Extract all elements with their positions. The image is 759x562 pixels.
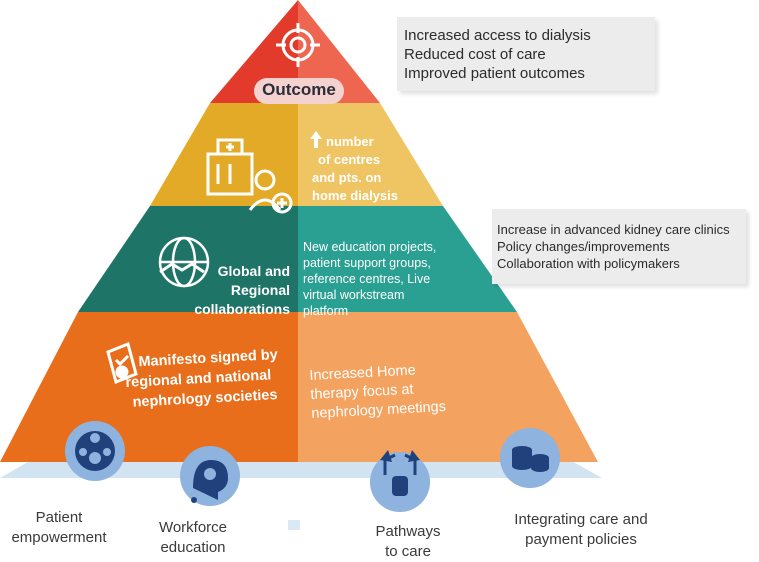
tier2-right: [298, 103, 443, 206]
tier3-box-item: Collaboration with policymakers: [497, 256, 680, 271]
tier3-left-text: Global and Regional collaborations: [178, 262, 290, 319]
tier4-right-text: Increased Home therapy focus at nephrolo…: [309, 360, 446, 424]
manifesto-scroll-icon: [106, 341, 138, 385]
people-gear-icon: [65, 421, 125, 481]
pillar-label-line: Workforce: [158, 519, 228, 536]
tier3-box: Increase in advanced kidney care clinics…: [492, 209, 746, 284]
tier3-right-line: virtual workstream: [303, 288, 405, 302]
hand-arrows-icon: [370, 450, 430, 512]
pillar-label-line: Patient: [35, 509, 83, 526]
outcome-item: Improved patient outcomes: [404, 65, 585, 82]
pillar-label-line: Pathways: [375, 523, 441, 540]
tier2-line: home dialysis: [312, 188, 398, 203]
pillar-label-patient: Patient empowerment: [3, 508, 115, 548]
tier3-right-text: New education projects, patient support …: [303, 239, 436, 319]
outcome-pill: [254, 78, 344, 104]
tier2-line: of centres: [318, 152, 381, 167]
tier3-left-line: Global and: [217, 263, 290, 279]
tier3-left-line: collaborations: [194, 301, 290, 317]
globe-handshake-icon: [158, 236, 210, 288]
pillar-label-pathways: Pathways to care: [363, 522, 453, 562]
tier4-right: [298, 312, 598, 462]
tier3-left: [78, 206, 298, 312]
tier3-right: [298, 206, 517, 312]
tier4-left: [0, 312, 298, 462]
pillar-label-line: empowerment: [11, 529, 107, 546]
tier3-box-item: Policy changes/improvements: [497, 239, 670, 254]
outcome-item: Increased access to dialysis: [404, 27, 591, 44]
tier3-right-line: reference centres, Live: [303, 272, 431, 286]
tier3-right-line: patient support groups,: [303, 256, 431, 270]
tier3-right-line: platform: [303, 304, 349, 318]
coins-icon: [500, 428, 560, 488]
tier3-box-item: Increase in advanced kidney care clinics: [497, 222, 730, 237]
outcome-box: Increased access to dialysis Reduced cos…: [397, 17, 655, 91]
tier4-left-text: Manifesto signed by regional and nationa…: [124, 345, 280, 413]
hospital-person-icon: [206, 138, 293, 214]
pillar-label-workforce: Workforce education: [148, 518, 238, 558]
apex-right: [298, 0, 380, 103]
pillar-label-line: payment policies: [525, 531, 637, 548]
tier2-line: number: [326, 134, 374, 149]
outcome-item: Reduced cost of care: [404, 46, 546, 63]
pillar-label-line: Integrating care and: [514, 511, 648, 528]
pillar-label-integrating: Integrating care and payment policies: [496, 510, 666, 550]
tier2-right-text: number of centres and pts. on home dialy…: [312, 133, 398, 205]
apex-left: [210, 0, 298, 103]
pillar-label-line: education: [160, 539, 226, 556]
lightbulb-head-icon: [180, 446, 240, 506]
target-icon: [276, 23, 320, 67]
tier3-left-line: Regional: [230, 282, 290, 298]
tier3-right-line: New education projects,: [303, 240, 437, 254]
base-notch: [288, 520, 300, 530]
pillar-label-line: to care: [385, 543, 431, 560]
up-arrow-icon: [310, 131, 322, 148]
tier2-line: and pts. on: [312, 170, 382, 185]
outcome-label: Outcome: [262, 80, 336, 99]
